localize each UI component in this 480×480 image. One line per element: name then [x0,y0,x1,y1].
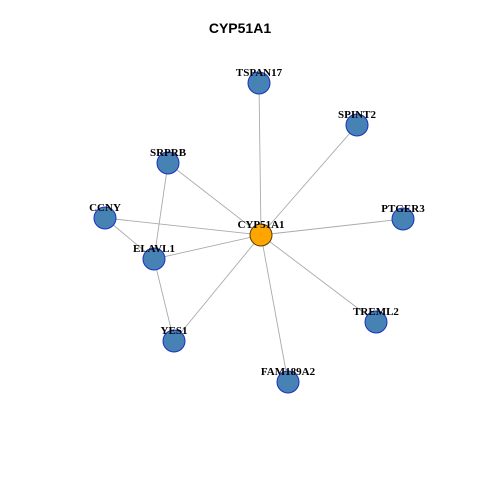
node-label-cyp51a1: CYP51A1 [237,219,284,231]
node-ccny [93,206,117,230]
edge-srprb-elavl1 [153,162,169,260]
node-layer [93,71,415,394]
node-cyp51a1 [249,223,273,247]
edge-elavl1-yes1 [153,258,175,342]
edge-cyp51a1-fam189a2 [260,234,289,383]
node-yes1 [162,329,186,353]
edge-cyp51a1-treml2 [260,234,377,323]
edge-cyp51a1-spint2 [260,124,358,236]
edge-cyp51a1-ccny [104,217,262,236]
node-label-fam189a2: FAM189A2 [261,366,316,378]
node-tspan17 [247,71,271,95]
node-label-treml2: TREML2 [353,306,399,318]
edge-cyp51a1-elavl1 [153,234,262,260]
graph-title: CYP51A1 [208,20,272,36]
node-label-ccny: CCNY [89,202,121,214]
edge-cyp51a1-srprb [167,162,262,236]
node-spint2 [345,113,369,137]
node-elavl1 [142,247,166,271]
edge-cyp51a1-yes1 [173,234,262,342]
node-ptger3 [391,207,415,231]
edge-cyp51a1-ptger3 [260,218,404,236]
edge-cyp51a1-tspan17 [258,82,262,236]
node-label-srprb: SRPRB [150,147,187,159]
node-label-yes1: YES1 [161,325,188,337]
node-treml2 [364,310,388,334]
node-label-elavl1: ELAVL1 [133,243,175,255]
node-fam189a2 [276,370,300,394]
node-label-spint2: SPINT2 [338,109,376,121]
node-label-tspan17: TSPAN17 [236,67,283,79]
node-label-ptger3: PTGER3 [381,203,425,215]
node-srprb [156,151,180,175]
